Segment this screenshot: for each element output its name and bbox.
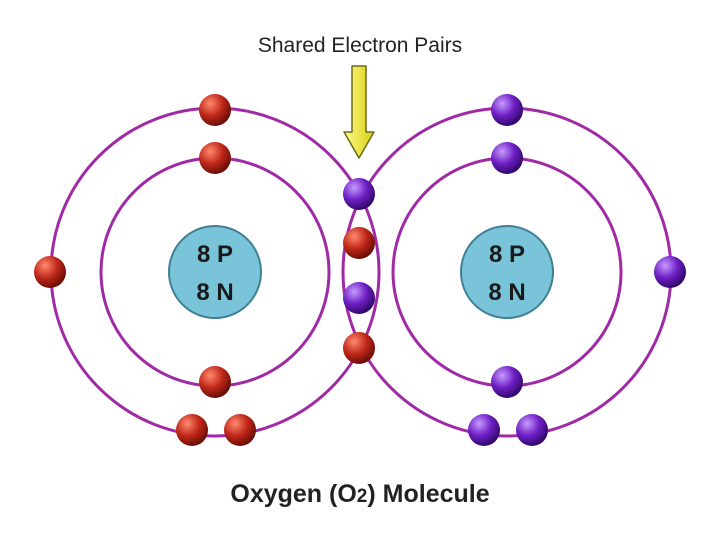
electron <box>34 256 66 288</box>
shared-electrons <box>343 178 375 364</box>
right-nucleus: 8 P 8 N <box>460 225 554 319</box>
electron <box>516 414 548 446</box>
electron <box>491 366 523 398</box>
left-nucleus: 8 P 8 N <box>168 225 262 319</box>
caption-prefix: Oxygen (O <box>230 480 357 508</box>
right-nucleus-protons: 8 P <box>489 241 525 268</box>
shared-electron <box>343 178 375 210</box>
electron <box>491 94 523 126</box>
electron <box>468 414 500 446</box>
shared-electron <box>343 282 375 314</box>
diagram-caption: Oxygen (O2) Molecule <box>0 480 720 509</box>
down-arrow-icon <box>343 65 375 159</box>
electron <box>199 142 231 174</box>
electron <box>199 94 231 126</box>
shared-electron <box>343 227 375 259</box>
electron <box>654 256 686 288</box>
electron <box>491 142 523 174</box>
shared-electron-pairs-label: Shared Electron Pairs <box>257 34 463 57</box>
caption-suffix: ) Molecule <box>367 480 490 508</box>
electron <box>176 414 208 446</box>
right-nucleus-neutrons: 8 N <box>488 279 525 306</box>
shared-electron <box>343 332 375 364</box>
electron <box>199 366 231 398</box>
left-nucleus-neutrons: 8 N <box>196 279 233 306</box>
orbits <box>49 106 673 438</box>
electron <box>224 414 256 446</box>
left-electrons <box>34 94 256 446</box>
left-nucleus-protons: 8 P <box>197 241 233 268</box>
caption-subscript: 2 <box>356 486 368 507</box>
right-electrons <box>468 94 686 446</box>
